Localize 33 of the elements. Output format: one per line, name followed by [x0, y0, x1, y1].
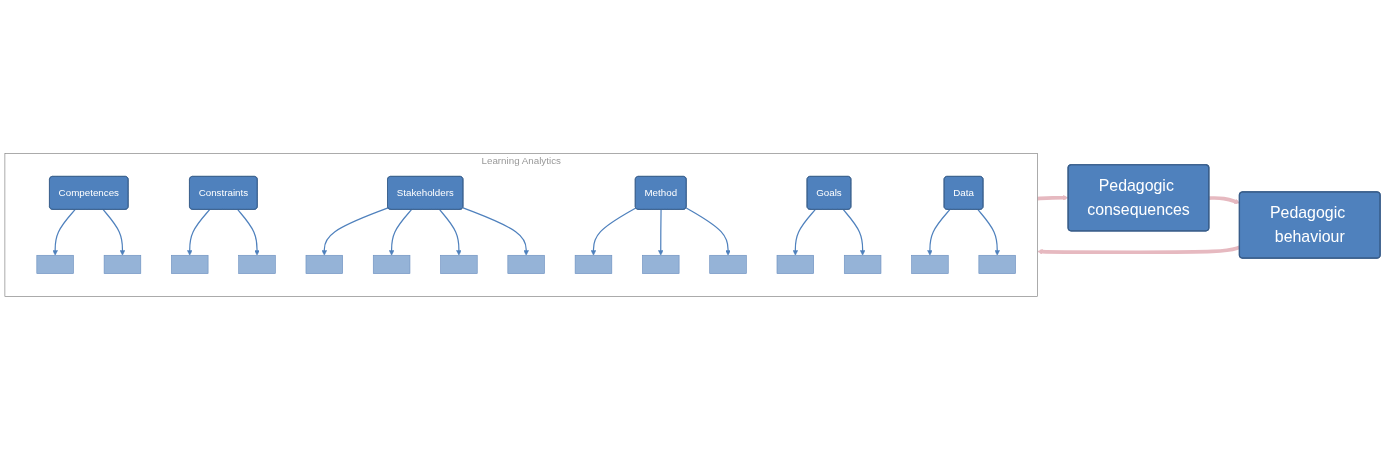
node-box — [642, 254, 680, 274]
arrow — [1209, 196, 1240, 204]
node-box — [305, 254, 343, 274]
node-box — [911, 254, 949, 274]
arrow — [1037, 195, 1069, 201]
arrow — [927, 209, 951, 256]
node-box — [372, 254, 411, 274]
node-box — [440, 254, 478, 274]
arrow — [792, 209, 816, 256]
arrow — [1037, 245, 1240, 255]
arrow — [439, 209, 462, 256]
node-box — [171, 254, 209, 274]
node-box — [776, 254, 814, 274]
arrow — [187, 209, 211, 256]
arrow — [321, 207, 389, 256]
arrow — [685, 207, 731, 256]
node-box — [36, 254, 74, 274]
arrow — [462, 207, 529, 256]
node-box — [574, 254, 613, 274]
arrow — [590, 207, 637, 256]
node-box — [978, 254, 1016, 274]
arrow — [237, 209, 260, 256]
node-box — [238, 254, 276, 274]
arrow — [52, 209, 76, 256]
node-box — [507, 254, 545, 274]
node-box — [709, 254, 747, 274]
arrow — [388, 209, 413, 256]
node-box — [843, 254, 882, 274]
arrow — [842, 209, 866, 256]
arrow — [977, 209, 1000, 256]
arrow — [102, 209, 126, 256]
arrow — [658, 209, 664, 256]
node-box — [103, 254, 142, 274]
